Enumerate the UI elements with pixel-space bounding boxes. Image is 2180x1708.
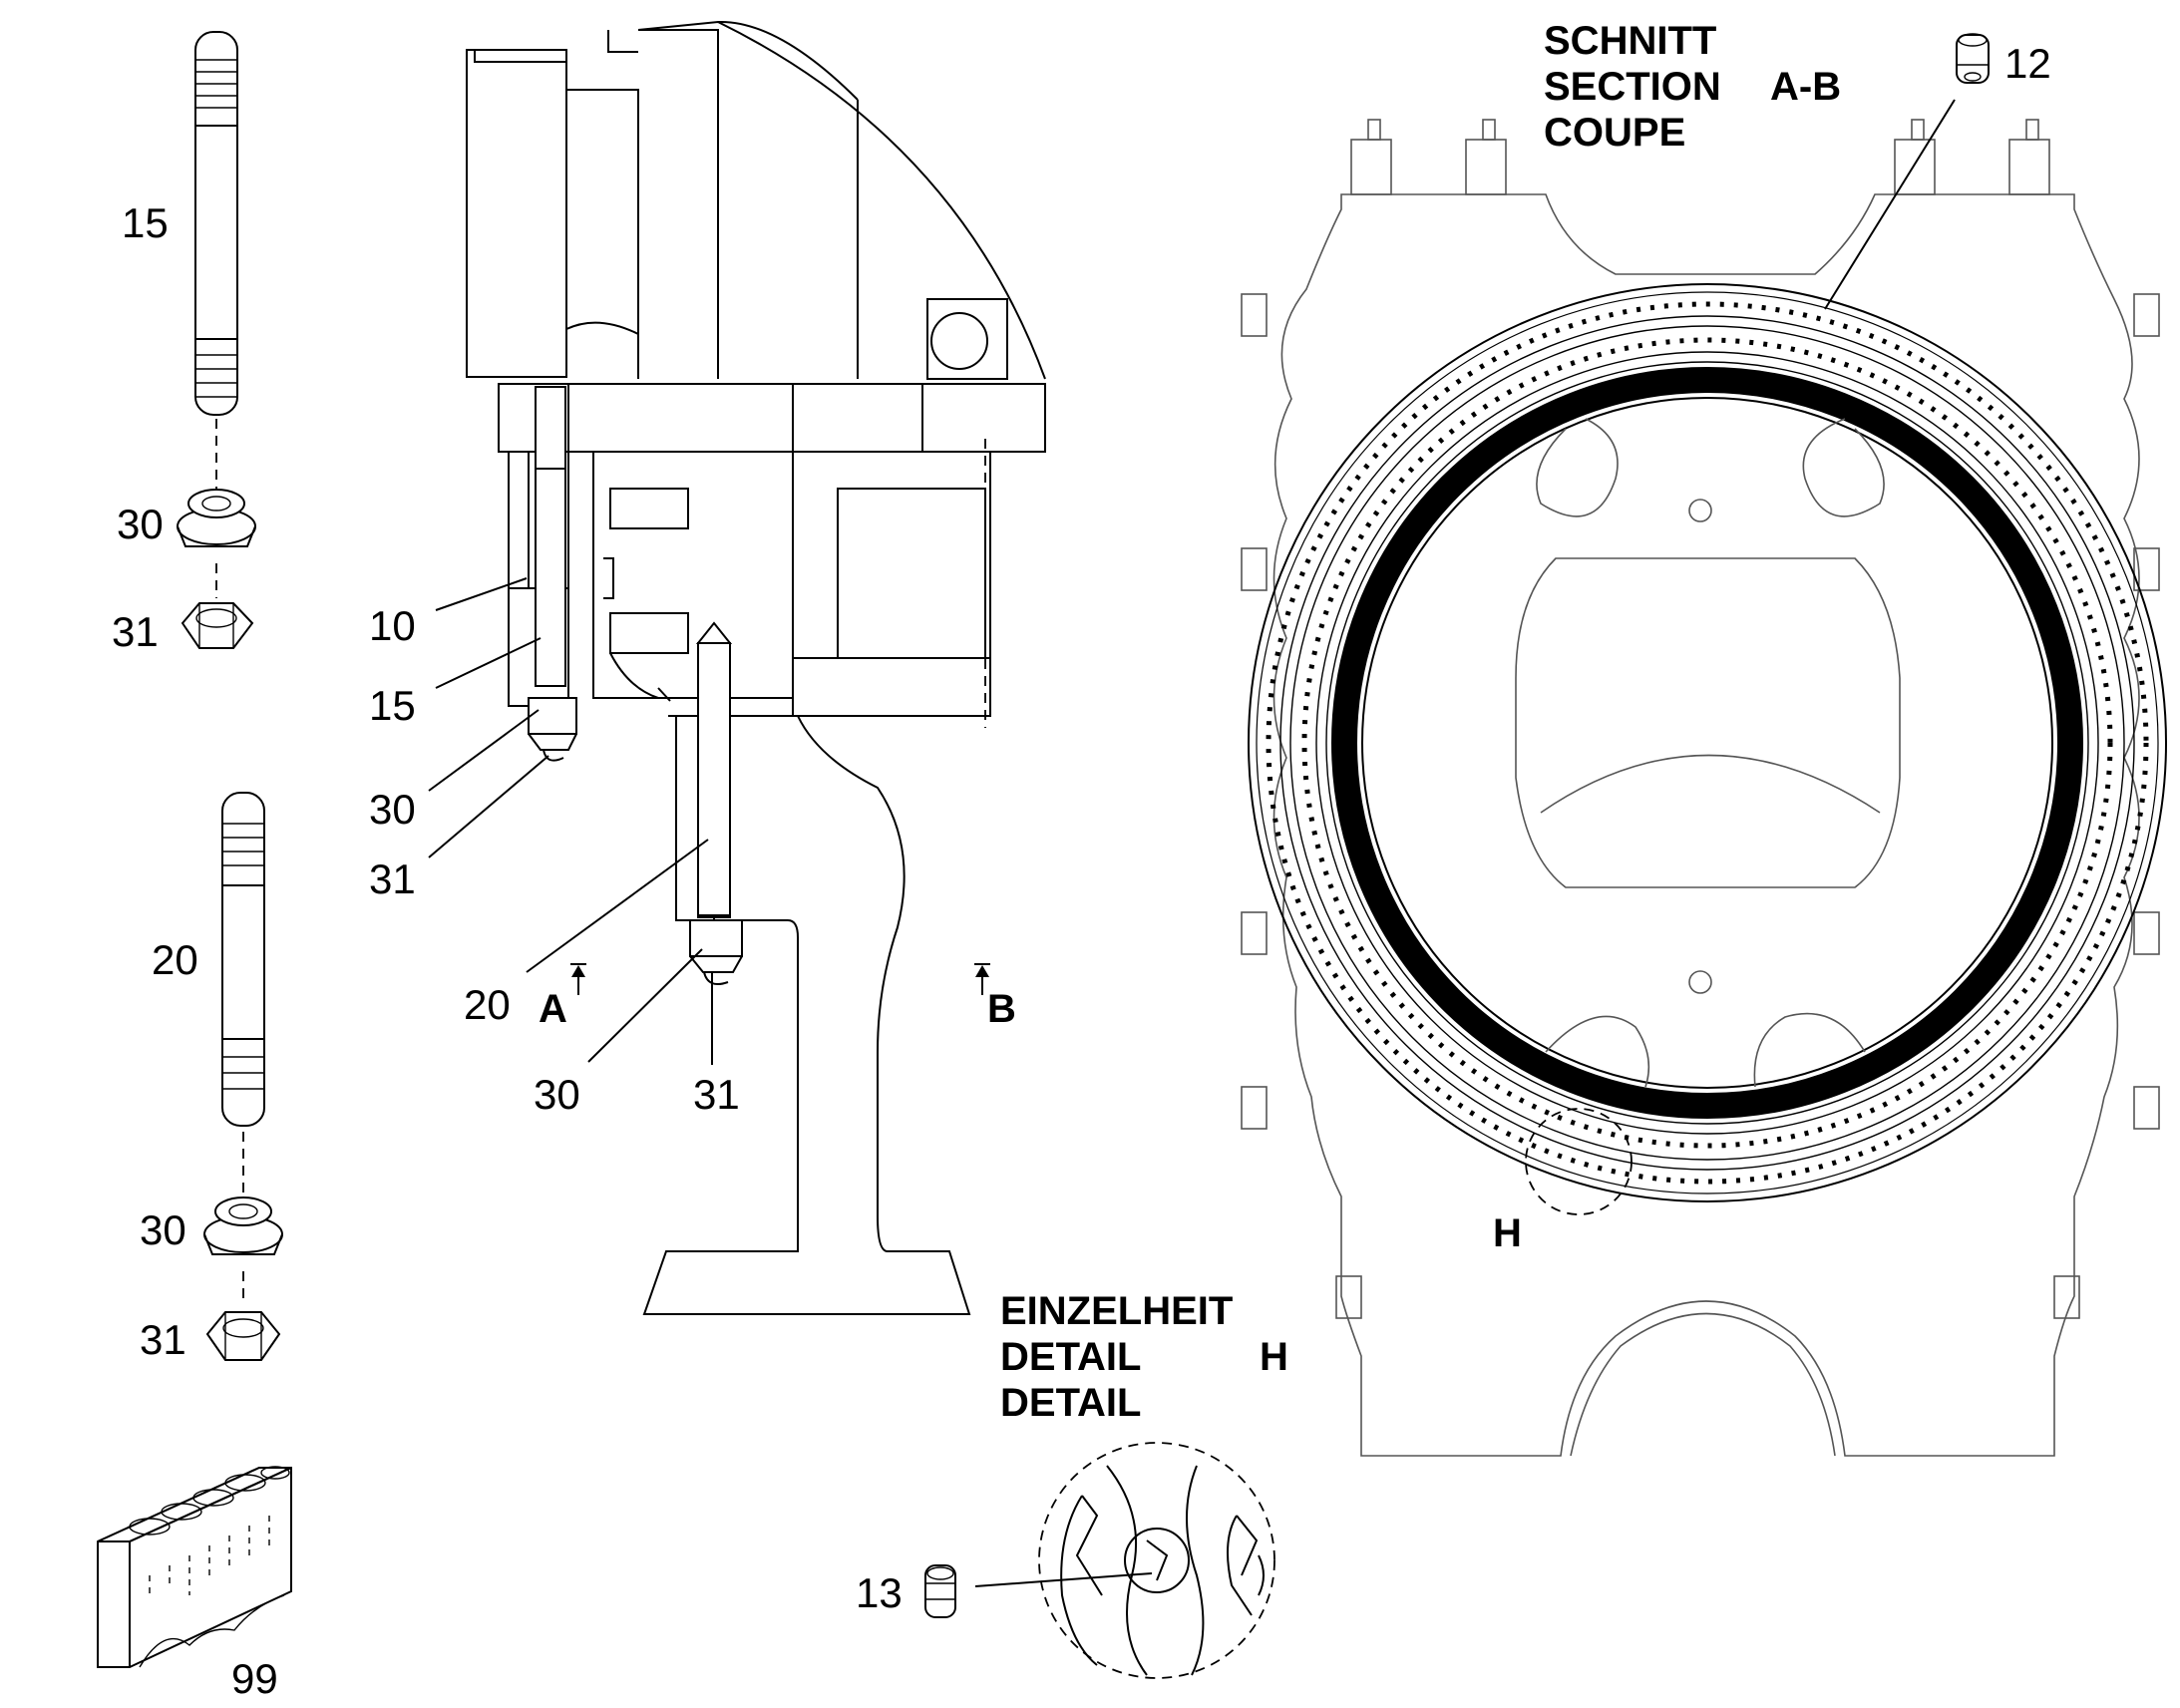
hub-interior	[1515, 418, 1901, 1088]
label-13: 13	[856, 1569, 903, 1616]
section-mark-a: A	[539, 987, 567, 1031]
pin-12[interactable]	[1956, 33, 1990, 84]
nut-31-top[interactable]	[181, 602, 254, 649]
section-title-line3: COUPE	[1544, 111, 1685, 155]
nut-31-mid[interactable]	[205, 1311, 281, 1361]
label-20-center: 20	[464, 981, 511, 1028]
section-marker-a	[570, 963, 586, 995]
washer-30-top[interactable]	[177, 489, 256, 547]
label-15-top: 15	[122, 199, 169, 246]
label-30-top: 30	[117, 501, 164, 547]
section-marker-b	[974, 963, 990, 995]
label-20-left: 20	[152, 936, 198, 983]
label-31-top: 31	[112, 608, 159, 655]
label-30-mid: 30	[140, 1206, 186, 1253]
pin-13[interactable]	[924, 1564, 956, 1618]
detail-title-line3: DETAIL	[1000, 1381, 1141, 1425]
label-30-center: 30	[369, 786, 416, 833]
detail-h-view	[1038, 1442, 1275, 1679]
section-title-line2: SECTION	[1544, 65, 1721, 109]
label-12: 12	[2004, 40, 2051, 87]
stud-bolt-15[interactable]	[194, 31, 238, 416]
detail-title-line1: EINZELHEIT	[1000, 1289, 1233, 1333]
storage-box-99[interactable]	[97, 1466, 292, 1668]
label-10: 10	[369, 602, 416, 649]
frame-outline	[1241, 119, 2160, 1457]
detail-designation: H	[1260, 1335, 1288, 1379]
label-30-center-lower: 30	[534, 1071, 580, 1118]
detail-title-line2: DETAIL	[1000, 1335, 1141, 1379]
section-mark-b: B	[987, 987, 1016, 1031]
leader-line-12	[1824, 99, 1956, 310]
detail-h-marker	[1525, 1108, 1633, 1215]
bearing-ring	[1248, 283, 2167, 1202]
label-99: 99	[231, 1655, 278, 1702]
label-31-mid: 31	[140, 1316, 186, 1363]
stud-bolt-20[interactable]	[221, 792, 265, 1127]
section-view	[466, 20, 1046, 1315]
detail-mark-h: H	[1493, 1211, 1522, 1255]
leader-line-13	[974, 1572, 1153, 1587]
label-31-center: 31	[369, 855, 416, 902]
label-15-center: 15	[369, 682, 416, 729]
leader-lines-center	[428, 577, 713, 1065]
section-title-line1: SCHNITT	[1544, 19, 1716, 63]
washer-30-mid[interactable]	[203, 1196, 283, 1255]
label-31-center-lower: 31	[693, 1071, 740, 1118]
section-designation: A-B	[1770, 65, 1841, 109]
